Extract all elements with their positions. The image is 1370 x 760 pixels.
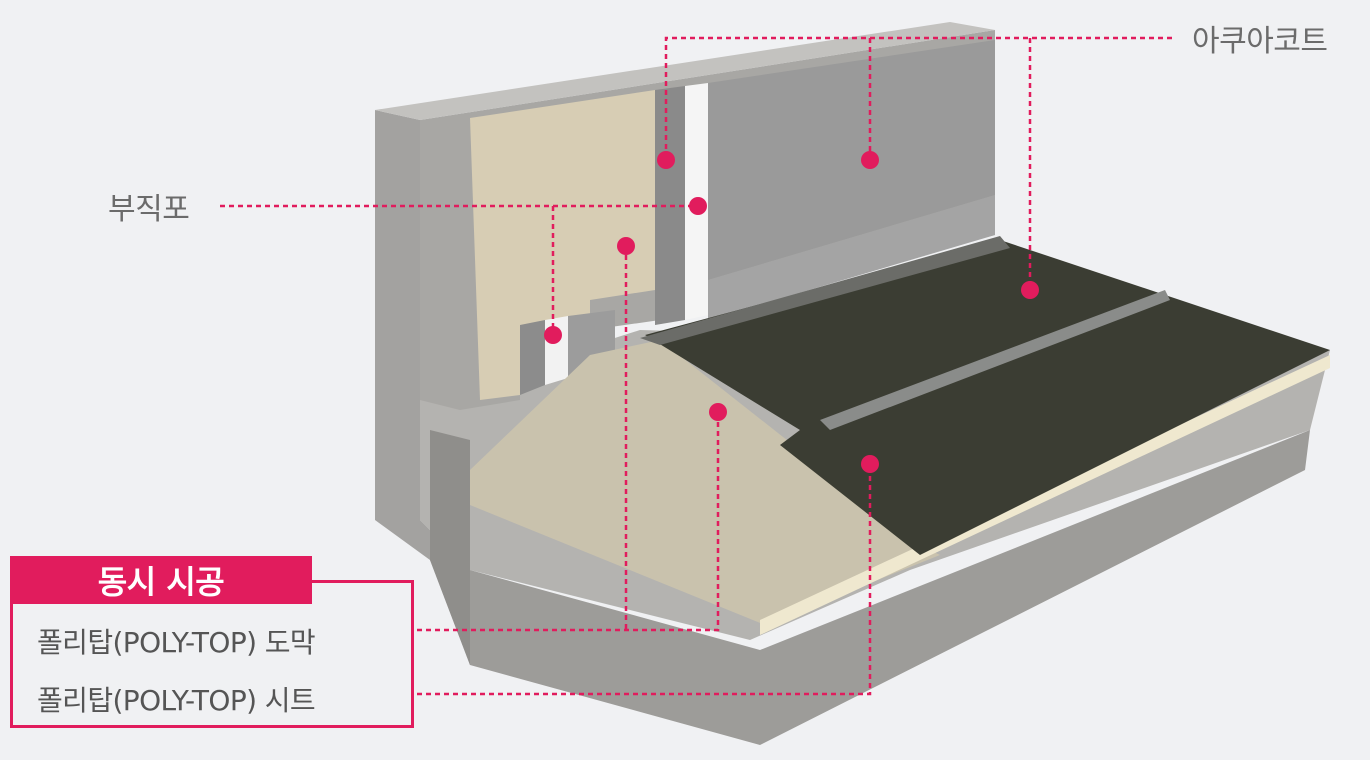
aqua-coat-wall-lower [708, 195, 995, 320]
callout-dots [544, 151, 1039, 473]
non-woven-fabric-layer [470, 90, 655, 400]
aqua-coat-wall-panel [708, 40, 995, 280]
non-woven-fabric-label: 부직포 [108, 192, 190, 227]
leader-lines [220, 36, 1172, 696]
poly-top-coating-layer [470, 340, 940, 625]
legend-box: 폴리탑(POLY-TOP) 도막 폴리탑(POLY-TOP) 시트 [10, 580, 414, 728]
sheet-seam [820, 290, 1170, 430]
legend-header: 동시 시공 [10, 556, 312, 604]
poly-top-sheet [645, 240, 1330, 555]
step-white [545, 316, 568, 385]
aqua-coat-label: 아쿠아코트 [1192, 24, 1328, 59]
sheet-upturn [640, 236, 1010, 345]
legend-item-coating: 폴리탑(POLY-TOP) 도막 [37, 626, 316, 659]
legend-item-sheet: 폴리탑(POLY-TOP) 시트 [37, 684, 316, 717]
cream-edge [760, 355, 1330, 635]
step-detail [520, 320, 545, 395]
